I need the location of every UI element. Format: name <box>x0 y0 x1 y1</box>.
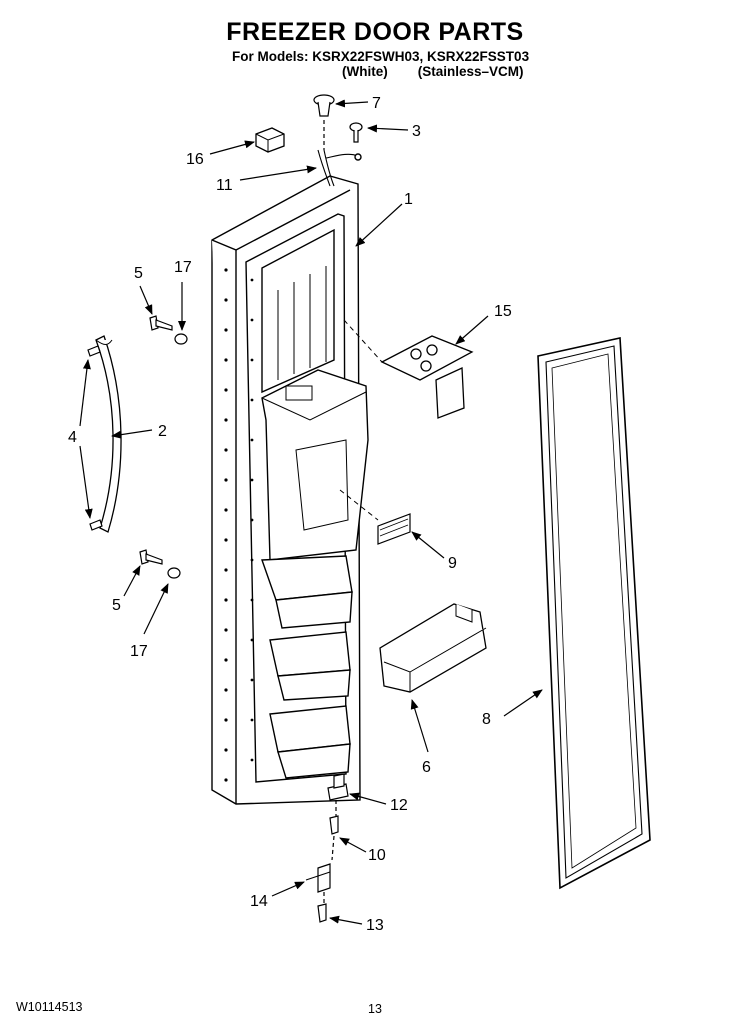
part-9-pad <box>339 489 411 545</box>
callout-9: 9 <box>448 555 457 572</box>
part-8-door-gasket <box>537 337 651 890</box>
callout-14: 14 <box>250 893 268 910</box>
callout-5-lower: 5 <box>112 597 121 614</box>
callout-13: 13 <box>366 917 384 934</box>
part-14-hinge-bracket <box>305 863 331 904</box>
callout-5-upper: 5 <box>134 265 143 282</box>
variant-white: (White) <box>342 64 388 79</box>
callout-1: 1 <box>404 191 413 208</box>
callout-8: 8 <box>482 711 491 728</box>
callout-3: 3 <box>412 123 421 140</box>
page-number: 13 <box>368 1002 382 1016</box>
callout-17-lower: 17 <box>130 643 148 660</box>
callout-numbers: 7 3 16 11 1 15 5 17 2 4 9 5 17 6 8 12 10… <box>68 95 512 934</box>
part-16-connector <box>255 127 285 153</box>
part-5-screw-upper <box>149 315 173 331</box>
callout-7: 7 <box>372 95 381 112</box>
document-number: W10114513 <box>16 1000 83 1014</box>
part-17-cap-lower <box>167 567 181 579</box>
part-15-bracket <box>343 319 474 419</box>
callout-12: 12 <box>390 797 408 814</box>
part-4-handle-screws <box>87 345 103 531</box>
callout-6: 6 <box>422 759 431 776</box>
part-13-screw <box>317 903 327 923</box>
models-line: For Models: KSRX22FSWH03, KSRX22FSST03 <box>232 49 530 64</box>
part-12-hinge-pin <box>327 773 349 816</box>
callout-11: 11 <box>216 177 233 194</box>
callout-2: 2 <box>158 423 167 440</box>
leader-lines <box>79 99 543 925</box>
callout-4: 4 <box>68 429 77 446</box>
callout-17-upper: 17 <box>174 259 192 276</box>
part-17-cap-upper <box>174 333 188 345</box>
model-variants: (White) (Stainless–VCM) <box>342 64 524 79</box>
part-3-screw <box>349 122 363 143</box>
callout-10: 10 <box>368 847 386 864</box>
part-2-handle <box>95 335 122 533</box>
part-6-door-bin <box>379 603 487 693</box>
part-10-screw <box>329 815 339 861</box>
page-title: FREEZER DOOR PARTS <box>226 18 524 46</box>
callout-16: 16 <box>186 151 204 168</box>
callout-15: 15 <box>494 303 512 320</box>
part-5-screw-lower <box>139 549 163 565</box>
part-7-plug <box>313 94 335 150</box>
variant-stainless: (Stainless–VCM) <box>417 64 524 79</box>
freezer-door-panel <box>211 149 369 805</box>
